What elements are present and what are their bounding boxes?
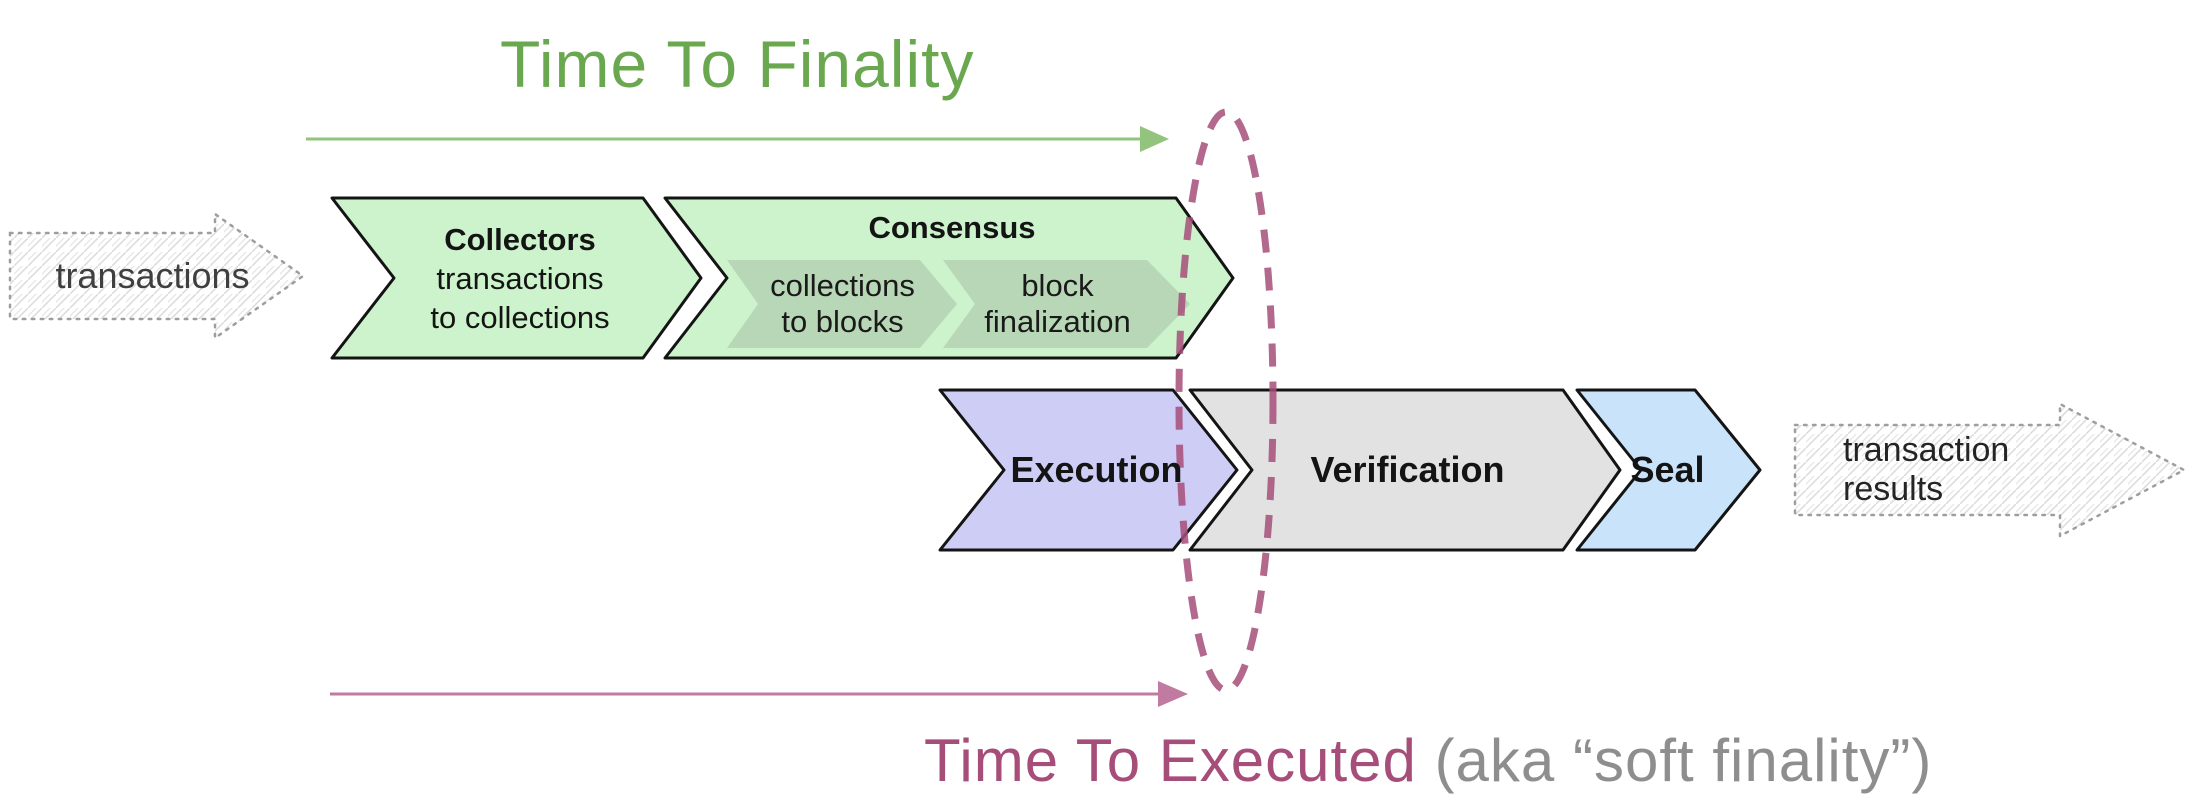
collections-to-blocks-subchevron (727, 260, 957, 348)
transactions-label: transactions (55, 255, 250, 296)
transaction-results-output-arrow (1793, 401, 2187, 539)
execution-chevron (938, 388, 1239, 552)
block-finalization-subchevron (943, 260, 1190, 348)
seal-chevron (1575, 388, 1762, 552)
verification-label: Verification (1310, 449, 1505, 490)
collectors-desc-line2: to collections (430, 299, 610, 335)
sub1-line2: to blocks (781, 304, 904, 339)
consensus-title: Consensus (868, 209, 1036, 245)
collectors-label: Collectors transactions to collections (400, 206, 640, 350)
results-line1: transaction (1843, 431, 2010, 469)
seal-label: Seal (1630, 449, 1705, 490)
collectors-chevron (330, 196, 703, 360)
block-finalization-label: block finalization (960, 258, 1155, 350)
results-line2: results (1843, 470, 1944, 508)
time-to-executed-arrowhead (1158, 681, 1188, 707)
collectors-title: Collectors (444, 221, 596, 257)
verification-chevron (1188, 388, 1622, 552)
collections-to-blocks-label: collections to blocks (760, 258, 925, 350)
soft-finality-boundary-ellipse (1175, 108, 1277, 694)
soft-finality-note: (aka “soft finality”) (1416, 727, 1933, 794)
time-to-finality-arrowhead (1140, 126, 1169, 152)
time-to-finality-title: Time To Finality (500, 27, 975, 101)
transactions-input-arrow (8, 211, 306, 341)
transaction-results-label: transaction results (1843, 420, 2063, 520)
sub1-line1: collections (770, 268, 915, 303)
sub2-line1: block (1021, 268, 1094, 303)
consensus-label: Consensus (727, 204, 1177, 250)
time-to-executed-title: Time To Executed (924, 727, 1417, 794)
sub2-line2: finalization (984, 304, 1131, 339)
execution-label: Execution (1010, 449, 1183, 490)
collectors-desc-line1: transactions (436, 260, 604, 296)
time-to-executed-caption: Time To Executed (aka “soft finality”) (924, 726, 1932, 795)
